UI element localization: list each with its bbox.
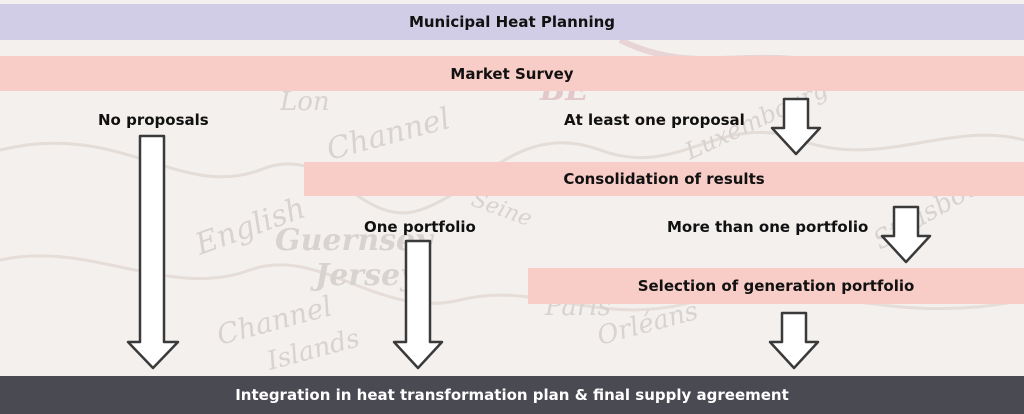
more-than-one-portfolio-label: More than one portfolio (667, 218, 869, 236)
final-bar: Integration in heat transformation plan … (0, 376, 1024, 414)
map-word: Jersey (310, 258, 420, 293)
market-survey-label: Market Survey (450, 64, 574, 83)
down-arrow-at-least-one (770, 96, 822, 158)
selection-bar: Selection of generation portfolio (528, 268, 1024, 304)
consolidation-bar: Consolidation of results (304, 162, 1024, 196)
no-proposals-label: No proposals (98, 111, 209, 129)
consolidation-label: Consolidation of results (563, 170, 765, 188)
down-arrow-no-proposals (124, 132, 182, 372)
map-word: Lon (279, 87, 330, 117)
title-bar: Municipal Heat Planning (0, 4, 1024, 40)
market-survey-bar: Market Survey (0, 56, 1024, 91)
selection-label: Selection of generation portfolio (637, 277, 915, 295)
down-arrow-one-portfolio (392, 238, 444, 372)
down-arrow-selection (768, 310, 820, 372)
down-arrow-more-than-one (880, 204, 932, 266)
at-least-one-proposal-label: At least one proposal (564, 111, 745, 129)
title-bar-label: Municipal Heat Planning (408, 13, 616, 31)
one-portfolio-label: One portfolio (364, 218, 476, 236)
final-bar-label: Integration in heat transformation plan … (235, 386, 789, 404)
